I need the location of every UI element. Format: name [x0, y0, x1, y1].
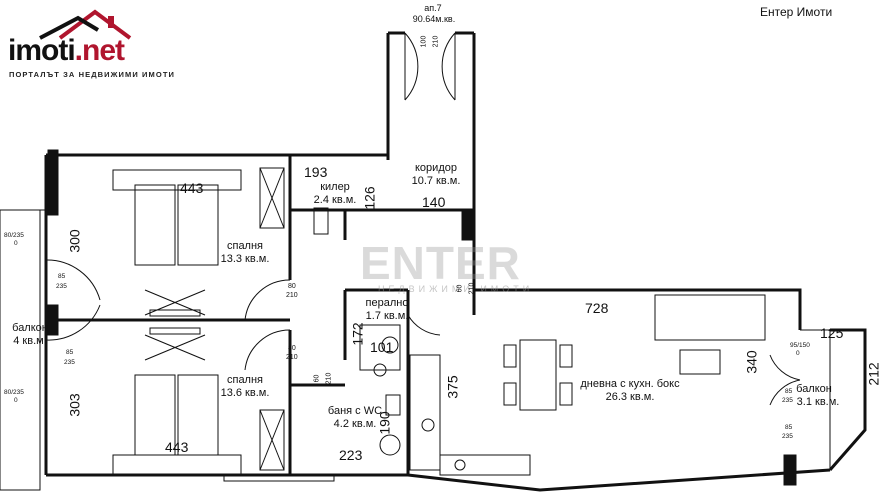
balcony-right-name: балкон [796, 383, 832, 395]
logo[interactable]: imoti.net [8, 34, 125, 67]
bedroom1-area: 13.3 кв.м. [220, 253, 270, 265]
closet-name: килер [320, 181, 350, 193]
agency-name: Ентер Имоти [760, 5, 833, 19]
watermark-sub: НЕДВИЖИМИ ИМОТИ [378, 284, 534, 294]
dim-212: 212 [865, 362, 880, 386]
bathroom-area: 4.2 кв.м. [333, 418, 377, 430]
living-name: дневна с кухн. бокс [580, 378, 680, 390]
door-bed2-h: 210 [286, 354, 298, 361]
dim-172: 172 [349, 322, 366, 346]
door-laundry-h: 210 [468, 282, 476, 295]
balcony-left-area: 4 кв.м. [13, 335, 47, 347]
door-entrance-w: 100 [420, 35, 428, 48]
bal-right-door1-h: 235 [782, 397, 793, 404]
corridor-name: коридор [415, 162, 457, 174]
dim-340: 340 [743, 350, 760, 374]
door-bath-w: 60 [313, 374, 321, 383]
bal-left-bottom-w: 80/235 [4, 389, 24, 396]
dim-190: 190 [376, 411, 393, 435]
door-laundry-w: 60 [456, 284, 464, 293]
balcony-left-name: балкон [12, 322, 48, 334]
bal-left-bottom-h: 0 [14, 397, 18, 404]
dim-101: 101 [370, 339, 394, 355]
door-bed2-w: 80 [288, 345, 296, 352]
bedroom2-area: 13.6 кв.м. [220, 387, 270, 399]
dim-193: 193 [304, 164, 328, 180]
bal-left-door1-h: 235 [56, 283, 67, 290]
door-bath-h: 210 [325, 372, 333, 385]
dim-223: 223 [339, 447, 363, 463]
watermark: ENTER [360, 237, 521, 289]
closet-area: 2.4 кв.м. [313, 194, 357, 206]
apartment-number: ап.7 [424, 3, 442, 13]
dim-443-top: 443 [180, 180, 204, 196]
bedroom1-name: спалня [226, 240, 264, 252]
logo-dot-net: .net [74, 34, 125, 67]
laundry-name: перално [365, 297, 409, 309]
bedroom2-name: спалня [226, 374, 264, 386]
bal-right-door1-w: 85 [785, 388, 793, 395]
logo-tagline: ПОРТАЛЪТ ЗА НЕДВИЖИМИ ИМОТИ [9, 70, 175, 79]
dim-303: 303 [66, 393, 83, 417]
bal-left-door2-w: 85 [66, 349, 74, 356]
door-entrance-h: 210 [432, 35, 440, 48]
door-bed1-h: 210 [286, 292, 298, 299]
logo-main: imoti [8, 34, 76, 67]
living-area: 26.3 кв.м. [605, 391, 655, 403]
dim-375: 375 [444, 375, 461, 399]
bathroom-name: баня с WC [327, 405, 383, 417]
door-bed1-w: 80 [288, 283, 296, 290]
dim-443-bottom: 443 [165, 439, 189, 455]
dim-728: 728 [585, 300, 609, 316]
bal-right-top-w: 95/150 [790, 342, 810, 349]
bal-right-top-h: 0 [796, 350, 800, 357]
laundry-area: 1.7 кв.м. [365, 310, 409, 322]
bal-left-top-h: 0 [14, 240, 18, 247]
dim-300: 300 [66, 229, 83, 253]
bal-left-door1-w: 85 [58, 273, 66, 280]
balcony-right-area: 3.1 кв.м. [796, 396, 840, 408]
dim-125: 125 [820, 325, 844, 341]
apartment-area: 90.64м.кв. [412, 14, 456, 24]
bal-left-top-w: 80/235 [4, 232, 24, 239]
bal-right-door2-w: 85 [785, 424, 793, 431]
dim-126: 126 [361, 186, 378, 210]
corridor-area: 10.7 кв.м. [411, 175, 461, 187]
bal-right-door2-h: 235 [782, 433, 793, 440]
logo-roof-icon [39, 9, 132, 40]
thin-lines [0, 32, 831, 491]
bal-left-door2-h: 235 [64, 359, 75, 366]
dim-140: 140 [422, 194, 446, 210]
walls [44, 31, 867, 492]
